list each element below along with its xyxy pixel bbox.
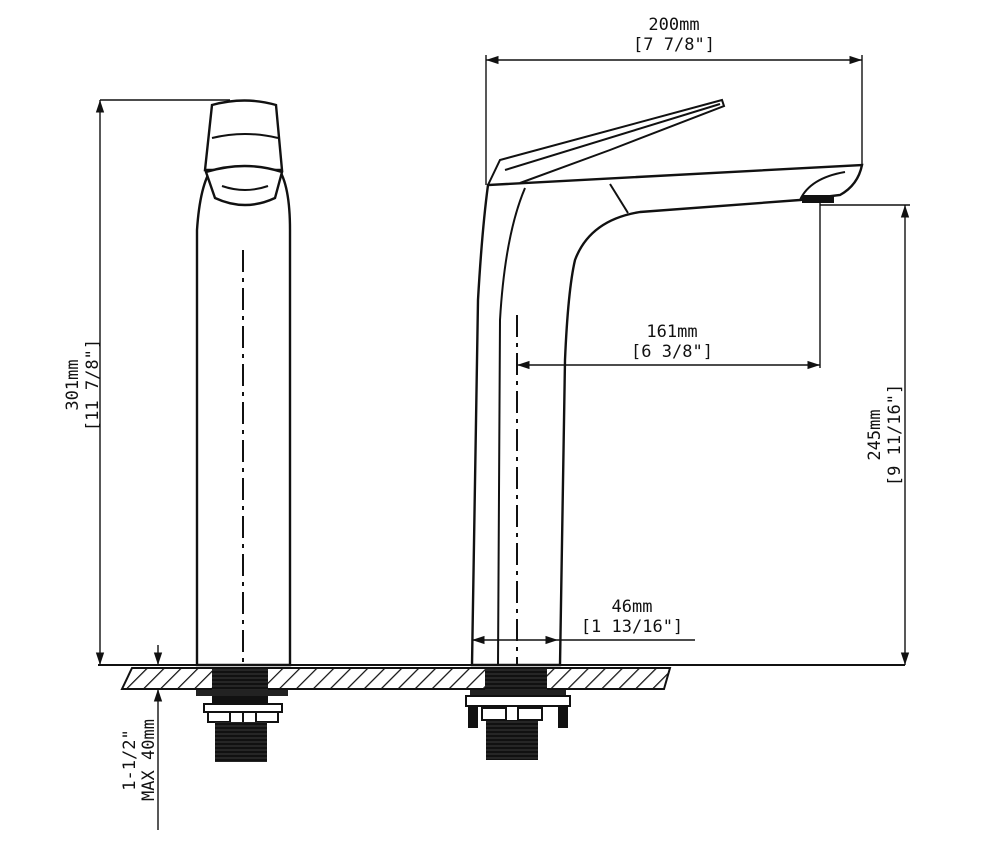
depth-metric-label: 200mm <box>648 15 699 35</box>
reach-imperial-label: [6 3/8"] <box>631 342 713 362</box>
spout-height-imperial-label: [9 11/16"] <box>885 384 905 486</box>
depth-imperial-label: [7 7/8"] <box>633 35 715 55</box>
counter-thickness-metric-label: MAX 40mm <box>139 719 159 801</box>
side-view-faucet <box>465 98 864 760</box>
front-view-faucet <box>195 99 292 762</box>
base-imperial-label: [1 13/16"] <box>581 617 683 637</box>
height-imperial-label: [11 7/8"] <box>83 339 103 431</box>
counter-thickness-imperial-label: 1-1/2" <box>120 729 140 790</box>
dimension-lines <box>95 55 910 830</box>
reach-metric-label: 161mm <box>646 322 697 342</box>
height-metric-label: 301mm <box>63 359 83 410</box>
base-metric-label: 46mm <box>612 597 653 617</box>
spout-height-metric-label: 245mm <box>865 409 885 460</box>
